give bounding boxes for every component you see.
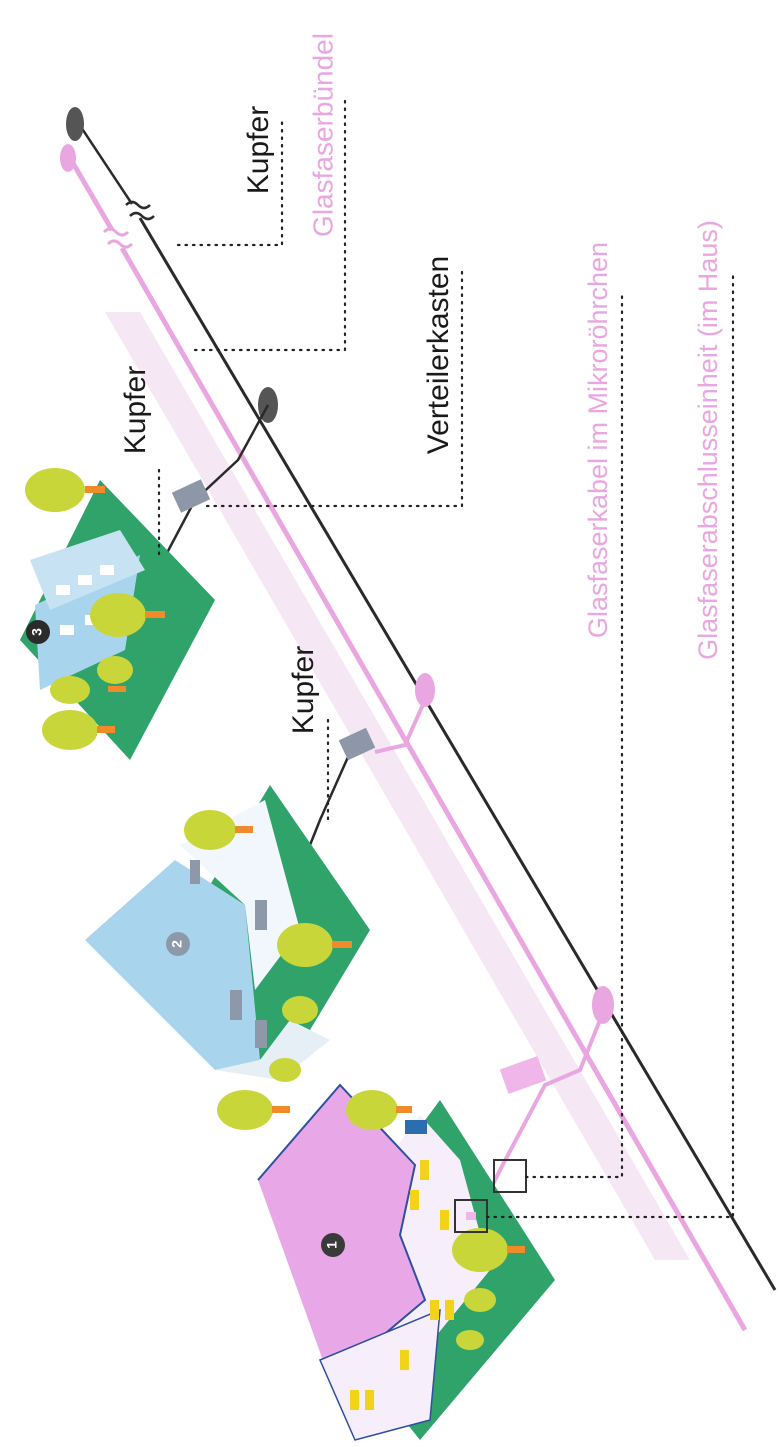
fiber-branch-house2 [374,673,435,754]
house-number-badge [166,932,190,956]
fiber-box-house1 [499,1055,547,1095]
label-kupfer-house3: Kupfer [119,366,152,454]
copper-branch-house3 [148,404,270,586]
house-3: 3 [20,468,215,760]
roof-house1 [258,1085,425,1380]
tree [42,710,115,750]
tree [90,593,165,637]
tree [346,1090,412,1130]
label-kupfer-top: Kupfer [242,106,275,194]
label-glasfaserabschluss: Glasfaserabschlusseinheit (im Haus) [693,220,723,660]
tree [25,468,105,512]
leader-kupfer-top [176,118,284,247]
house-number: 2 [169,940,185,948]
distribution-box-house3 [171,479,211,513]
distribution-box-house2 [338,727,376,761]
label-verteilerkasten: Verteilerkasten [422,256,455,454]
road-band [105,312,690,1260]
roof-house2 [85,860,260,1070]
house-2: 2 [85,785,370,1130]
tree [452,1228,525,1272]
house-number: 1 [324,1241,340,1249]
leader-verteilerkasten [205,268,464,508]
tree [184,810,253,850]
leader-glasfaserabschluss [485,273,735,1219]
label-glasfaserkabel: Glasfaserkabel im Mikroröhrchen [583,242,613,638]
house-number: 3 [29,628,45,636]
fiber-end-cap [60,144,76,172]
copper-end-cap [66,107,84,141]
tree [217,1090,290,1130]
leader-glasfaserkabel [524,293,624,1179]
label-kupfer-house2: Kupfer [287,646,320,734]
house-number-badge [321,1233,345,1257]
leader-glasfaserbuendel [193,98,347,352]
fiber-trunk [60,144,748,1332]
house-number-badge [26,620,50,644]
house-1: 1 [257,1083,555,1441]
label-glasfaserbuendel: Glasfaserbündel [307,33,338,237]
tree [277,923,352,967]
